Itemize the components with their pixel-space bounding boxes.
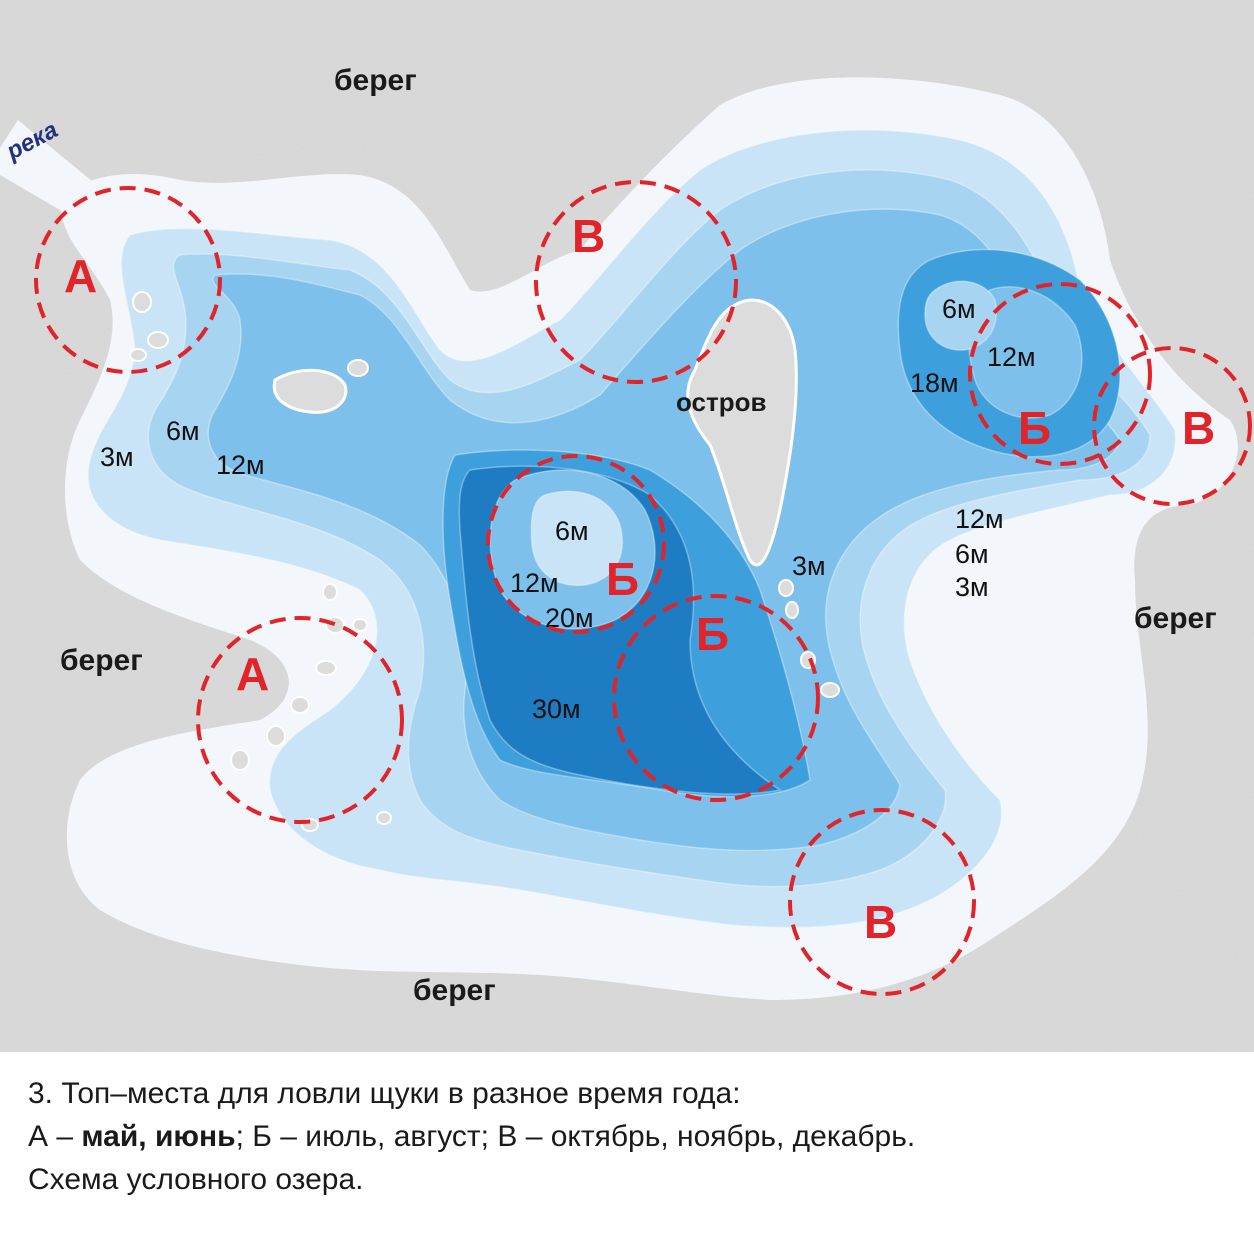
islet (147, 331, 169, 349)
islet (266, 725, 286, 747)
depth-label: 12м (955, 504, 1004, 534)
depth-label: 18м (910, 368, 959, 398)
depth-label: 6м (166, 416, 200, 446)
zone-letter: Б (606, 553, 639, 605)
islet (272, 368, 348, 414)
zone-letter: А (64, 250, 97, 302)
caption-a-months: май, июнь (81, 1120, 236, 1153)
islet (347, 359, 369, 377)
zone-letter: Б (696, 608, 729, 660)
island (686, 298, 798, 567)
zone-marker-b-northeast: Б (968, 282, 1152, 466)
islet (129, 348, 147, 362)
caption-rest: ; Б – июль, август; В – октябрь, ноябрь,… (235, 1120, 916, 1153)
zone-marker-b-south: Б (612, 594, 820, 802)
depth-label: 6м (942, 294, 976, 324)
islet (352, 618, 368, 632)
caption-a-prefix: А – (28, 1120, 82, 1153)
islet (132, 291, 152, 313)
shore-label-east: берег (1134, 602, 1217, 635)
shore-label-south: берег (413, 974, 496, 1007)
zone-letter: В (864, 896, 897, 948)
depth-label: 30м (532, 694, 581, 724)
zone-marker-v-south: В (788, 808, 976, 996)
zone-marker-b-hump: Б (486, 454, 666, 634)
hump-6m (530, 490, 624, 587)
islet (376, 811, 392, 825)
zone-letter: Б (1018, 402, 1051, 454)
zone-marker-a-northwest: А (34, 186, 222, 374)
island-label: остров (676, 387, 766, 417)
islet (315, 660, 337, 676)
depth-label: 12м (216, 450, 265, 480)
shore-label-west: берег (60, 644, 143, 677)
depth-label: 6м (555, 516, 589, 546)
depth-label: 3м (100, 442, 134, 472)
depth-zone-6m-ne (924, 280, 997, 351)
islet (785, 601, 799, 619)
islet (820, 682, 840, 698)
zone-marker-v-north: В (534, 180, 738, 384)
lake-map: берег берег берег берег река остров 3м 6… (0, 0, 1254, 1052)
depth-label: 12м (987, 342, 1036, 372)
zone-marker-a-west: А (196, 616, 404, 824)
depth-label: 12м (510, 568, 559, 598)
caption-line-legend: А – май, июнь; Б – июль, август; В – окт… (28, 1115, 1228, 1158)
zone-letter: В (572, 210, 605, 262)
depth-label: 3м (955, 572, 989, 602)
caption-line-title: 3. Топ–места для ловли щуки в разное вре… (28, 1077, 741, 1110)
zone-letter: В (1182, 402, 1215, 454)
lake-map-svg: берег берег берег берег река остров 3м 6… (0, 0, 1254, 1052)
islet (778, 579, 794, 597)
caption-line-note: Схема условного озера. (28, 1163, 364, 1196)
depth-label: 3м (792, 551, 826, 581)
zone-letter: А (236, 648, 269, 700)
depth-label: 6м (955, 539, 989, 569)
islet (290, 696, 310, 714)
zone-marker-v-east: В (1092, 346, 1252, 506)
map-caption: 3. Топ–места для ловли щуки в разное вре… (28, 1072, 1228, 1201)
islet (230, 749, 250, 771)
shore-label-north: берег (334, 64, 417, 97)
islet (322, 583, 338, 601)
